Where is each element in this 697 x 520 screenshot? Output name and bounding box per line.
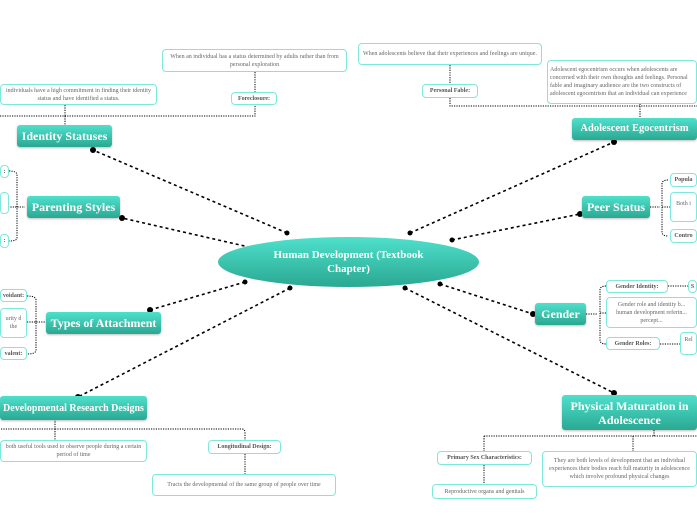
note-parenting-3[interactable]: : [0,234,9,248]
note-peer-2[interactable]: Both i [670,192,697,222]
note-parenting-1[interactable]: : [0,165,9,178]
note-gender-identity-text[interactable]: S [688,280,697,293]
note-egocentrism-text[interactable]: Adolescent egocentrism occurs when adole… [547,60,697,104]
note-parenting-2[interactable] [0,192,9,214]
note-physical-text[interactable]: They are both levels of development that… [542,451,697,487]
note-attachment-1[interactable]: voidant: [0,289,27,302]
note-gender-roles-text[interactable]: Rel [680,332,697,355]
note-primary-text[interactable]: Reproductive organs and genitals [432,484,537,499]
note-fable-label[interactable]: Personal Fable: [422,84,478,98]
central-topic[interactable]: Human Development (Textbook Chapter) [218,237,479,287]
topic-physical-maturation[interactable]: Physical Maturation in Adolescence [562,395,697,430]
note-gender-identity-label[interactable]: Gender Identity: [606,280,668,293]
note-gender-middle[interactable]: Gender role and identity b... human deve… [606,297,697,328]
note-peer-3[interactable]: Contro [670,229,697,243]
topic-adolescent-egocentrism[interactable]: Adolescent Egocentrism [572,118,697,140]
topic-identity-statuses[interactable]: Identity Statuses [17,125,112,147]
note-fable-text[interactable]: When adolescents believe that their expe… [358,43,542,65]
note-longitudinal-label[interactable]: Longitudinal Design: [208,440,281,454]
topic-research-designs[interactable]: Developmental Research Designs [0,396,147,420]
topic-parenting-styles[interactable]: Parenting Styles [27,196,120,218]
note-peer-1[interactable]: Popula [670,173,697,187]
topic-peer-status[interactable]: Peer Status [582,196,650,218]
note-foreclosure-text[interactable]: When an individual has a status determin… [162,49,347,72]
topic-types-of-attachment[interactable]: Types of Attachment [46,312,161,334]
note-attachment-2[interactable]: urity d the [0,308,27,338]
note-identity-achieved[interactable]: individuals have a high commitment in fi… [0,84,157,105]
note-foreclosure-label[interactable]: Foreclosure: [231,92,277,105]
topic-gender[interactable]: Gender [535,303,586,325]
note-attachment-3[interactable]: valent: [0,347,27,360]
note-primary-label[interactable]: Primary Sex Characteristics: [437,451,532,465]
note-longitudinal-text[interactable]: Tracts the developmental of the same gro… [152,474,336,496]
note-gender-roles-label[interactable]: Gender Roles: [606,337,660,350]
note-research-text[interactable]: both useful tools used to observe people… [0,440,147,462]
